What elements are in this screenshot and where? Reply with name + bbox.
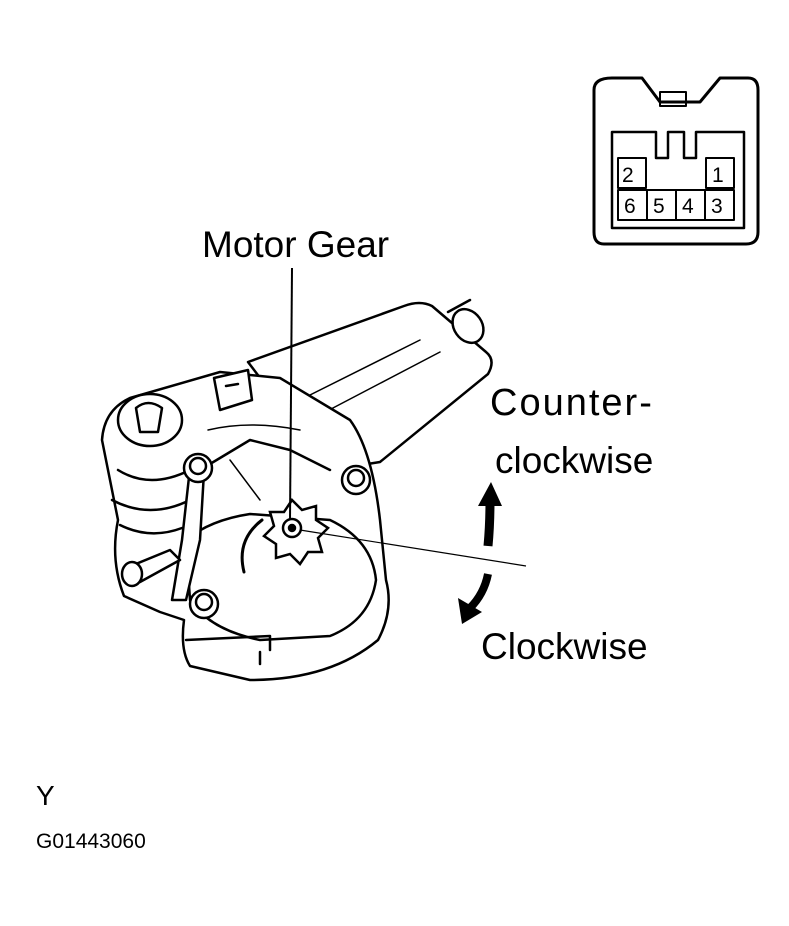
connector-pin-label: 1 bbox=[712, 164, 724, 187]
connector-pin-label: 5 bbox=[653, 195, 665, 218]
counterclockwise-label-line1: Counter- bbox=[490, 382, 654, 424]
connector-diagram bbox=[592, 76, 760, 246]
counterclockwise-arrow bbox=[478, 482, 502, 547]
clockwise-arrow bbox=[458, 573, 492, 624]
counterclockwise-label-line2: clockwise bbox=[495, 440, 654, 481]
view-letter: Y bbox=[36, 780, 55, 811]
connector-pin-label: 3 bbox=[711, 195, 723, 218]
motor-assembly bbox=[100, 298, 493, 682]
figure-code: G01443060 bbox=[36, 830, 146, 853]
connector-pin-label: 2 bbox=[622, 164, 634, 187]
motor-gear-leader-line bbox=[289, 267, 293, 521]
connector-pin-label: 6 bbox=[624, 195, 636, 218]
motor-gear bbox=[262, 498, 330, 566]
clockwise-label: Clockwise bbox=[481, 626, 648, 667]
connector-pin-label: 4 bbox=[682, 195, 694, 218]
motor-gear-label: Motor Gear bbox=[202, 224, 390, 265]
gear-axis-line bbox=[299, 529, 527, 567]
